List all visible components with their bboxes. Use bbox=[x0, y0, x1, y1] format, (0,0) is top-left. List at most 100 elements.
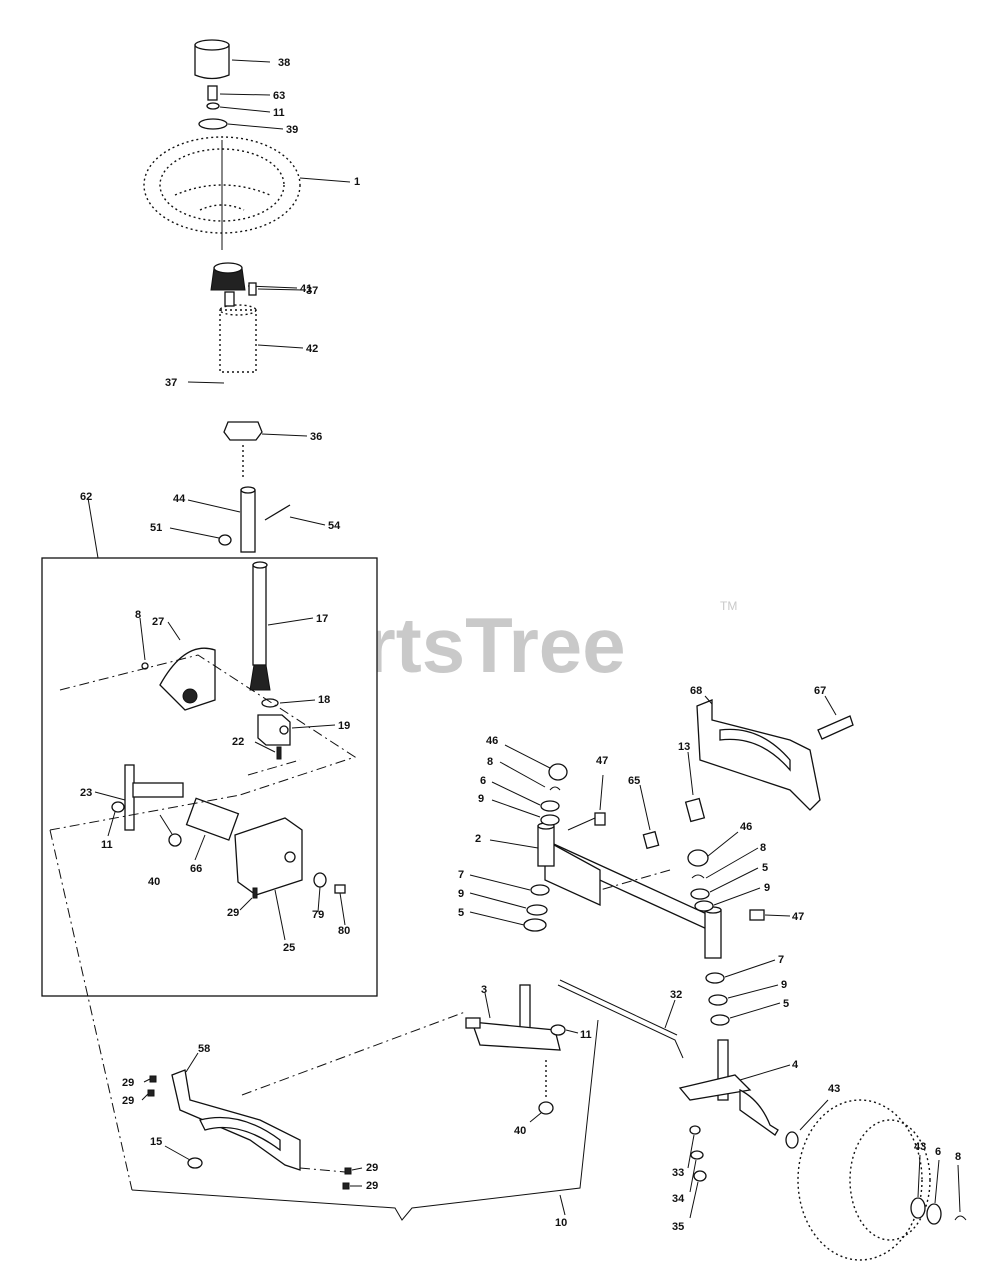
cap-part-46 bbox=[548, 763, 568, 781]
pin-part-54 bbox=[264, 504, 291, 521]
label-10: 10 bbox=[555, 1217, 567, 1229]
label-23: 23 bbox=[80, 787, 92, 799]
label-7a: 7 bbox=[458, 869, 464, 881]
steering-wheel-part-1 bbox=[143, 136, 301, 250]
label-5a: 5 bbox=[762, 862, 768, 874]
label-67: 67 bbox=[814, 685, 826, 697]
label-2: 2 bbox=[475, 833, 481, 845]
clip-part-8c bbox=[691, 874, 705, 879]
label-40a: 40 bbox=[148, 876, 160, 888]
washer-part-7b bbox=[705, 972, 725, 984]
bushing-part-13 bbox=[684, 797, 706, 823]
label-33: 33 bbox=[672, 1167, 684, 1179]
label-6b: 6 bbox=[935, 1146, 941, 1158]
spindle-part-3 bbox=[465, 984, 561, 1051]
shaft-part-17 bbox=[249, 561, 271, 691]
label-47a: 47 bbox=[596, 755, 608, 767]
label-35: 35 bbox=[672, 1221, 684, 1233]
washer-part-5c bbox=[710, 1014, 730, 1026]
label-68: 68 bbox=[690, 685, 702, 697]
washer-part-18 bbox=[261, 698, 279, 708]
washer-part-39 bbox=[198, 118, 228, 130]
label-8d: 8 bbox=[955, 1151, 961, 1163]
label-37a: 37 bbox=[165, 377, 177, 389]
assembly-box-62 bbox=[41, 557, 378, 997]
label-36: 36 bbox=[310, 431, 322, 443]
bracket-part-68 bbox=[696, 699, 821, 811]
bolt-part-29d bbox=[344, 1167, 352, 1175]
bolt-part-63 bbox=[207, 85, 218, 101]
washer-part-6 bbox=[540, 800, 560, 812]
label-6a: 6 bbox=[480, 775, 486, 787]
washer-part-9c bbox=[526, 904, 548, 916]
nut-part-40 bbox=[168, 833, 182, 847]
bolt-part-29e bbox=[342, 1182, 350, 1190]
bolt-part-37 bbox=[224, 291, 235, 307]
bolt-part-67 bbox=[817, 715, 854, 740]
label-46a: 46 bbox=[486, 735, 498, 747]
label-9d: 9 bbox=[781, 979, 787, 991]
label-7b: 7 bbox=[778, 954, 784, 966]
label-41: 41 bbox=[300, 283, 312, 295]
washer-part-9b bbox=[694, 900, 714, 912]
label-66: 66 bbox=[190, 863, 202, 875]
bracket-part-58 bbox=[171, 1069, 301, 1171]
label-8b: 8 bbox=[487, 756, 493, 768]
washer-part-43 bbox=[785, 1131, 799, 1149]
cap-part-46b bbox=[687, 849, 709, 867]
nut-part-35 bbox=[693, 1170, 707, 1182]
washer-part-7 bbox=[530, 884, 550, 896]
bracket-part-25 bbox=[234, 817, 303, 896]
bolt-part-29 bbox=[252, 887, 258, 899]
block-part-19 bbox=[257, 714, 291, 746]
nut-part-51 bbox=[218, 534, 232, 546]
label-44: 44 bbox=[173, 493, 186, 505]
label-8a: 8 bbox=[135, 609, 141, 621]
label-13: 13 bbox=[678, 741, 690, 753]
washer-part-79 bbox=[313, 872, 327, 888]
washer-part-6b bbox=[926, 1203, 942, 1225]
label-9a: 9 bbox=[478, 793, 484, 805]
label-1: 1 bbox=[354, 176, 360, 188]
label-19: 19 bbox=[338, 720, 350, 732]
label-54: 54 bbox=[328, 520, 341, 532]
tie-rod-part-10 bbox=[131, 1019, 599, 1221]
label-65: 65 bbox=[628, 775, 640, 787]
sector-gear-part-27 bbox=[159, 647, 216, 711]
label-43b: 43 bbox=[914, 1141, 926, 1153]
label-29a: 29 bbox=[227, 907, 239, 919]
bracket-part-36 bbox=[223, 421, 263, 441]
clip-part-8d bbox=[954, 1215, 967, 1221]
label-5b: 5 bbox=[458, 907, 464, 919]
label-8c: 8 bbox=[760, 842, 766, 854]
label-15: 15 bbox=[150, 1136, 162, 1148]
label-25: 25 bbox=[283, 942, 295, 954]
label-22: 22 bbox=[232, 736, 244, 748]
label-51: 51 bbox=[150, 522, 162, 534]
shaft-part-44 bbox=[240, 486, 256, 553]
bushing-part-65 bbox=[642, 830, 660, 850]
label-17: 17 bbox=[316, 613, 328, 625]
label-40b: 40 bbox=[514, 1125, 526, 1137]
label-38: 38 bbox=[278, 57, 290, 69]
label-46b: 46 bbox=[740, 821, 752, 833]
washer-part-5 bbox=[690, 888, 710, 900]
watermark-tm: TM bbox=[720, 599, 737, 613]
pin-part-8 bbox=[141, 662, 149, 670]
label-11b: 11 bbox=[101, 839, 113, 851]
label-29b: 29 bbox=[122, 1077, 134, 1089]
label-79: 79 bbox=[312, 909, 324, 921]
nut-part-15 bbox=[187, 1157, 203, 1169]
cap-part-38 bbox=[194, 39, 230, 80]
bolt-part-29b bbox=[149, 1075, 157, 1083]
sleeve-part-42 bbox=[219, 304, 257, 373]
pin-part-33 bbox=[689, 1125, 701, 1135]
label-37b: 37 bbox=[306, 285, 318, 297]
label-47b: 47 bbox=[792, 911, 804, 923]
label-34: 34 bbox=[672, 1193, 685, 1205]
spacer-part-66 bbox=[185, 797, 240, 841]
washer-part-5b bbox=[523, 918, 547, 932]
label-9b: 9 bbox=[764, 882, 770, 894]
spindle-part-4 bbox=[678, 1039, 779, 1136]
